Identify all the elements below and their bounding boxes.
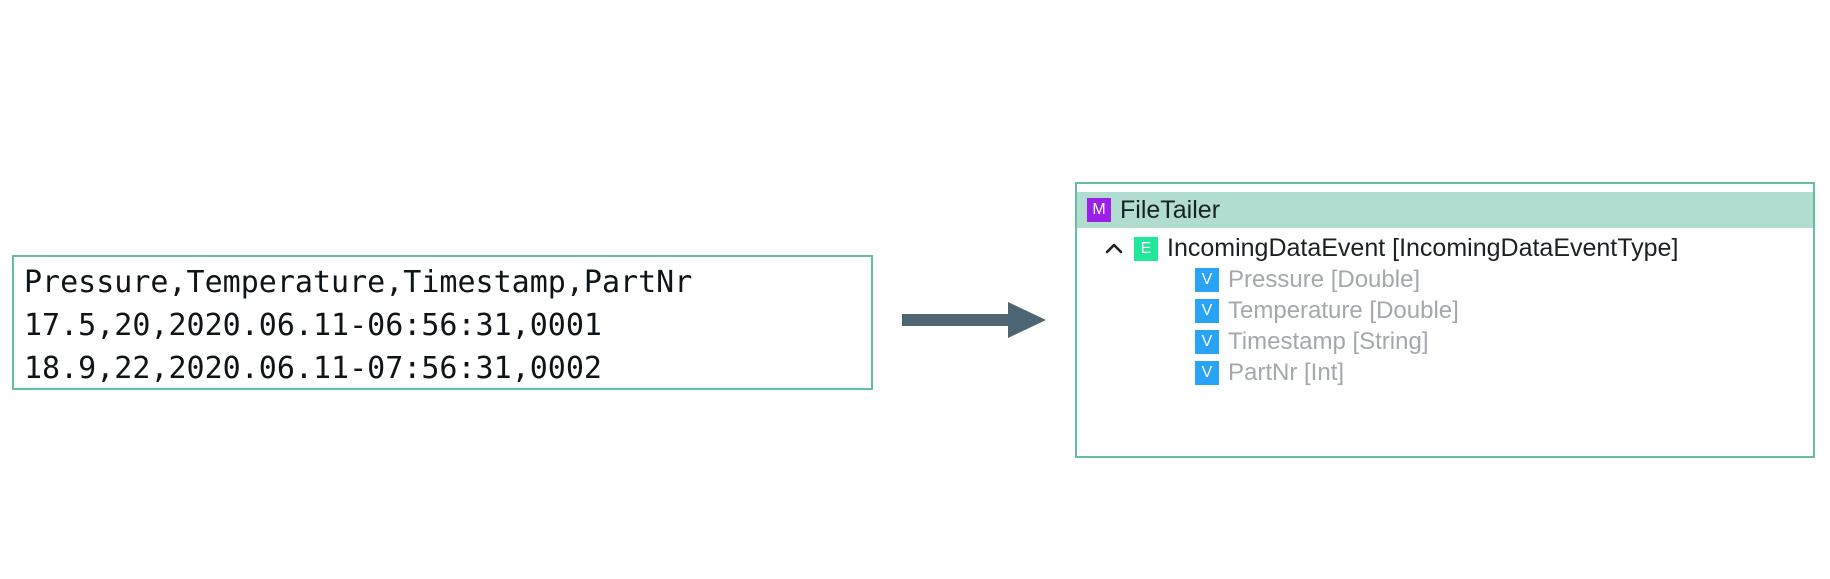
variable-row-temperature[interactable]: V Temperature [Double]	[1077, 295, 1813, 326]
csv-line-header: Pressure,Temperature,Timestamp,PartNr	[24, 265, 693, 300]
variable-badge-icon: V	[1195, 329, 1219, 354]
variable-name-label: Pressure [Double]	[1228, 265, 1421, 293]
module-name-label: FileTailer	[1120, 195, 1221, 224]
event-row[interactable]: E IncomingDataEvent [IncomingDataEventTy…	[1077, 233, 1813, 264]
event-badge-icon: E	[1134, 236, 1158, 261]
module-badge-icon: M	[1087, 198, 1111, 222]
variable-row-pressure[interactable]: V Pressure [Double]	[1077, 264, 1813, 295]
chevron-up-icon[interactable]	[1103, 238, 1125, 260]
csv-line-row-2: 18.9,22,2020.06.11-07:56:31,0002	[24, 351, 602, 386]
csv-source-box: Pressure,Temperature,Timestamp,PartNr 17…	[12, 255, 873, 390]
variable-badge-icon: V	[1195, 267, 1219, 292]
variable-badge-icon: V	[1195, 298, 1219, 323]
module-header-row[interactable]: M FileTailer	[1077, 192, 1813, 228]
variable-name-label: Temperature [Double]	[1228, 296, 1459, 324]
variable-badge-icon: V	[1195, 360, 1219, 385]
right-arrow-icon	[900, 296, 1050, 344]
csv-line-row-1: 17.5,20,2020.06.11-06:56:31,0001	[24, 308, 602, 343]
variable-row-timestamp[interactable]: V Timestamp [String]	[1077, 326, 1813, 357]
variable-row-partnr[interactable]: V PartNr [Int]	[1077, 357, 1813, 388]
variable-name-label: Timestamp [String]	[1228, 327, 1429, 355]
event-definition-panel: M FileTailer E IncomingDataEvent [Incomi…	[1075, 182, 1815, 458]
event-name-label: IncomingDataEvent [IncomingDataEventType…	[1167, 234, 1679, 262]
variable-name-label: PartNr [Int]	[1228, 358, 1345, 386]
